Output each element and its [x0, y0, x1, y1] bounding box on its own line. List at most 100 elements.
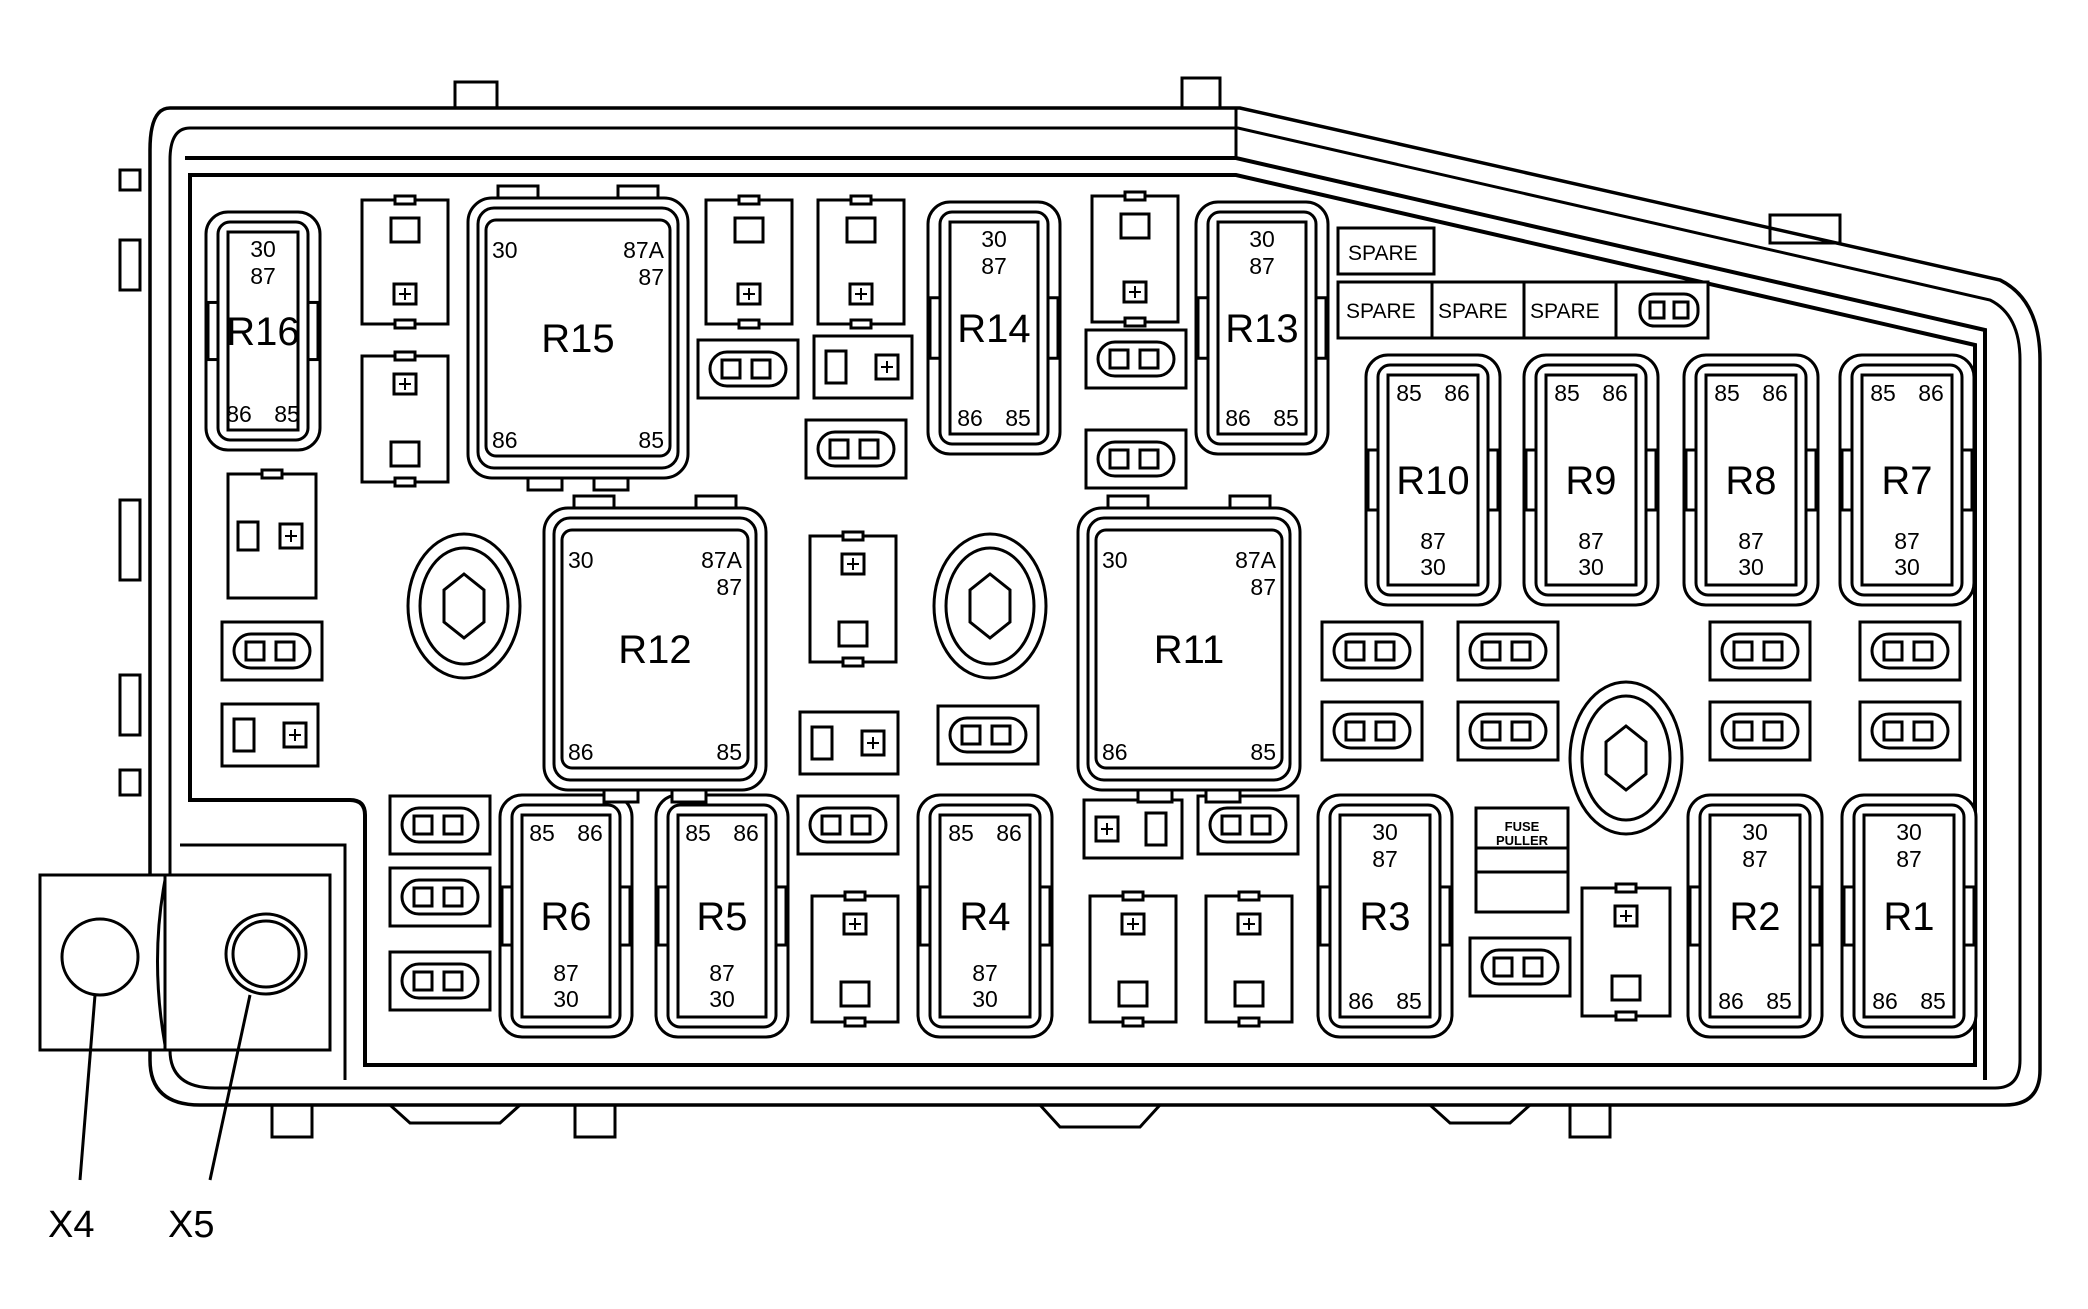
relay-pin-label: 87: [1896, 846, 1922, 872]
relay-pin-label: 30: [568, 547, 594, 573]
mini-fuse: [220, 620, 324, 682]
relay-pin-label: 85: [1554, 380, 1580, 406]
relay-pin-label: 87: [553, 960, 579, 986]
mini-fuse: [388, 866, 492, 928]
relay-pin-label: 85: [1766, 988, 1792, 1014]
relay-pin-label: 85: [1250, 739, 1276, 765]
mini-fuse: [388, 794, 492, 856]
fuses: [220, 190, 1962, 1028]
relay-pin-label: 30: [972, 986, 998, 1012]
fuse-puller: FUSE PULLER: [1474, 806, 1570, 914]
fuse: [360, 194, 450, 330]
relay-pin-label: 87: [638, 264, 664, 290]
mini-fuse: [1468, 936, 1572, 998]
fuse: [808, 530, 898, 668]
relay-pin-label: 30: [250, 236, 276, 262]
relay-pin-label: 87: [1578, 528, 1604, 554]
relay-label: R12: [618, 628, 691, 672]
mini-fuse: [1456, 620, 1560, 682]
relay-pin-label: 85: [1396, 380, 1422, 406]
relay-pin-label: 85: [1396, 988, 1422, 1014]
fuse: [812, 334, 914, 400]
mini-fuse: [1456, 700, 1560, 762]
relay-pin-label: 85: [1005, 405, 1031, 431]
relay-pin-label: 87: [716, 574, 742, 600]
relay-pin-label: 87: [972, 960, 998, 986]
relay-pin-label: 87: [709, 960, 735, 986]
fuse: [810, 890, 900, 1028]
relay-pin-label: 87: [250, 263, 276, 289]
relay-pin-label: 86: [1872, 988, 1898, 1014]
mini-fuse: [796, 794, 900, 856]
fuse: [220, 702, 320, 768]
x5-terminal: [224, 912, 308, 996]
mini-fuse: [1858, 700, 1962, 762]
relay-pin-label: 30: [1420, 554, 1446, 580]
fuse: [1580, 882, 1672, 1022]
fuse-puller-label: FUSE: [1505, 819, 1540, 834]
relay-label: R3: [1359, 895, 1410, 939]
fuse: [1082, 798, 1184, 860]
mini-fuse: [388, 950, 492, 1012]
relay-pin-label: 86: [733, 820, 759, 846]
relay-pin-label: 30: [1894, 554, 1920, 580]
spare-label: SPARE: [1530, 300, 1600, 323]
relay-label: R15: [541, 317, 614, 361]
connector-block: X4 X5: [38, 843, 347, 1246]
relay-pin-label: 85: [1920, 988, 1946, 1014]
relay-pin-label: 86: [1762, 380, 1788, 406]
relay-pin-label: 86: [1444, 380, 1470, 406]
relay-label: R5: [696, 895, 747, 939]
relay-pin-label: 85: [274, 401, 300, 427]
spare-mini-fuse: [1638, 292, 1700, 328]
mini-fuse: [1196, 794, 1300, 856]
relay-pin-label: 87A: [623, 237, 665, 263]
mini-fuse: [1708, 620, 1812, 682]
housing: [118, 76, 2042, 1139]
relay-pin-label: 30: [1249, 226, 1275, 252]
relay-pin-label: 85: [716, 739, 742, 765]
relay-pin-label: 86: [957, 405, 983, 431]
relay-label: R13: [1225, 307, 1298, 351]
relay-pin-label: 87: [1894, 528, 1920, 554]
relay-label: R2: [1729, 895, 1780, 939]
relay-label: R16: [226, 310, 299, 354]
relay-pin-label: 87: [981, 253, 1007, 279]
x4-terminal: [60, 917, 140, 997]
relay-pin-label: 86: [1102, 739, 1128, 765]
relay-pin-label: 30: [1742, 819, 1768, 845]
relay-pin-label: 30: [553, 986, 579, 1012]
fuse: [798, 710, 900, 776]
fuse-puller-label: PULLER: [1496, 833, 1549, 848]
relay-pin-label: 86: [577, 820, 603, 846]
relay-label: R1: [1883, 895, 1934, 939]
relay-pin-label: 87A: [1235, 547, 1277, 573]
spare-label: SPARE: [1438, 300, 1508, 323]
relay-pin-label: 86: [492, 427, 518, 453]
relay-pin-label: 85: [948, 820, 974, 846]
relay-pin-label: 87A: [701, 547, 743, 573]
relay-pin-label: 86: [226, 401, 252, 427]
relay-pin-label: 30: [1102, 547, 1128, 573]
relay-pin-label: 86: [996, 820, 1022, 846]
relay-pin-label: 30: [492, 237, 518, 263]
relay-pin-label: 86: [1718, 988, 1744, 1014]
fuse: [816, 194, 906, 330]
spare-fuse-row: SPARE SPARE SPARE SPARE: [1336, 226, 1710, 340]
relay-label: R6: [540, 895, 591, 939]
mini-fuse: [804, 418, 908, 480]
relay-pin-label: 87: [1420, 528, 1446, 554]
fuse: [1088, 890, 1178, 1028]
relay-pin-label: 87: [1250, 574, 1276, 600]
mini-fuse: [1320, 700, 1424, 762]
